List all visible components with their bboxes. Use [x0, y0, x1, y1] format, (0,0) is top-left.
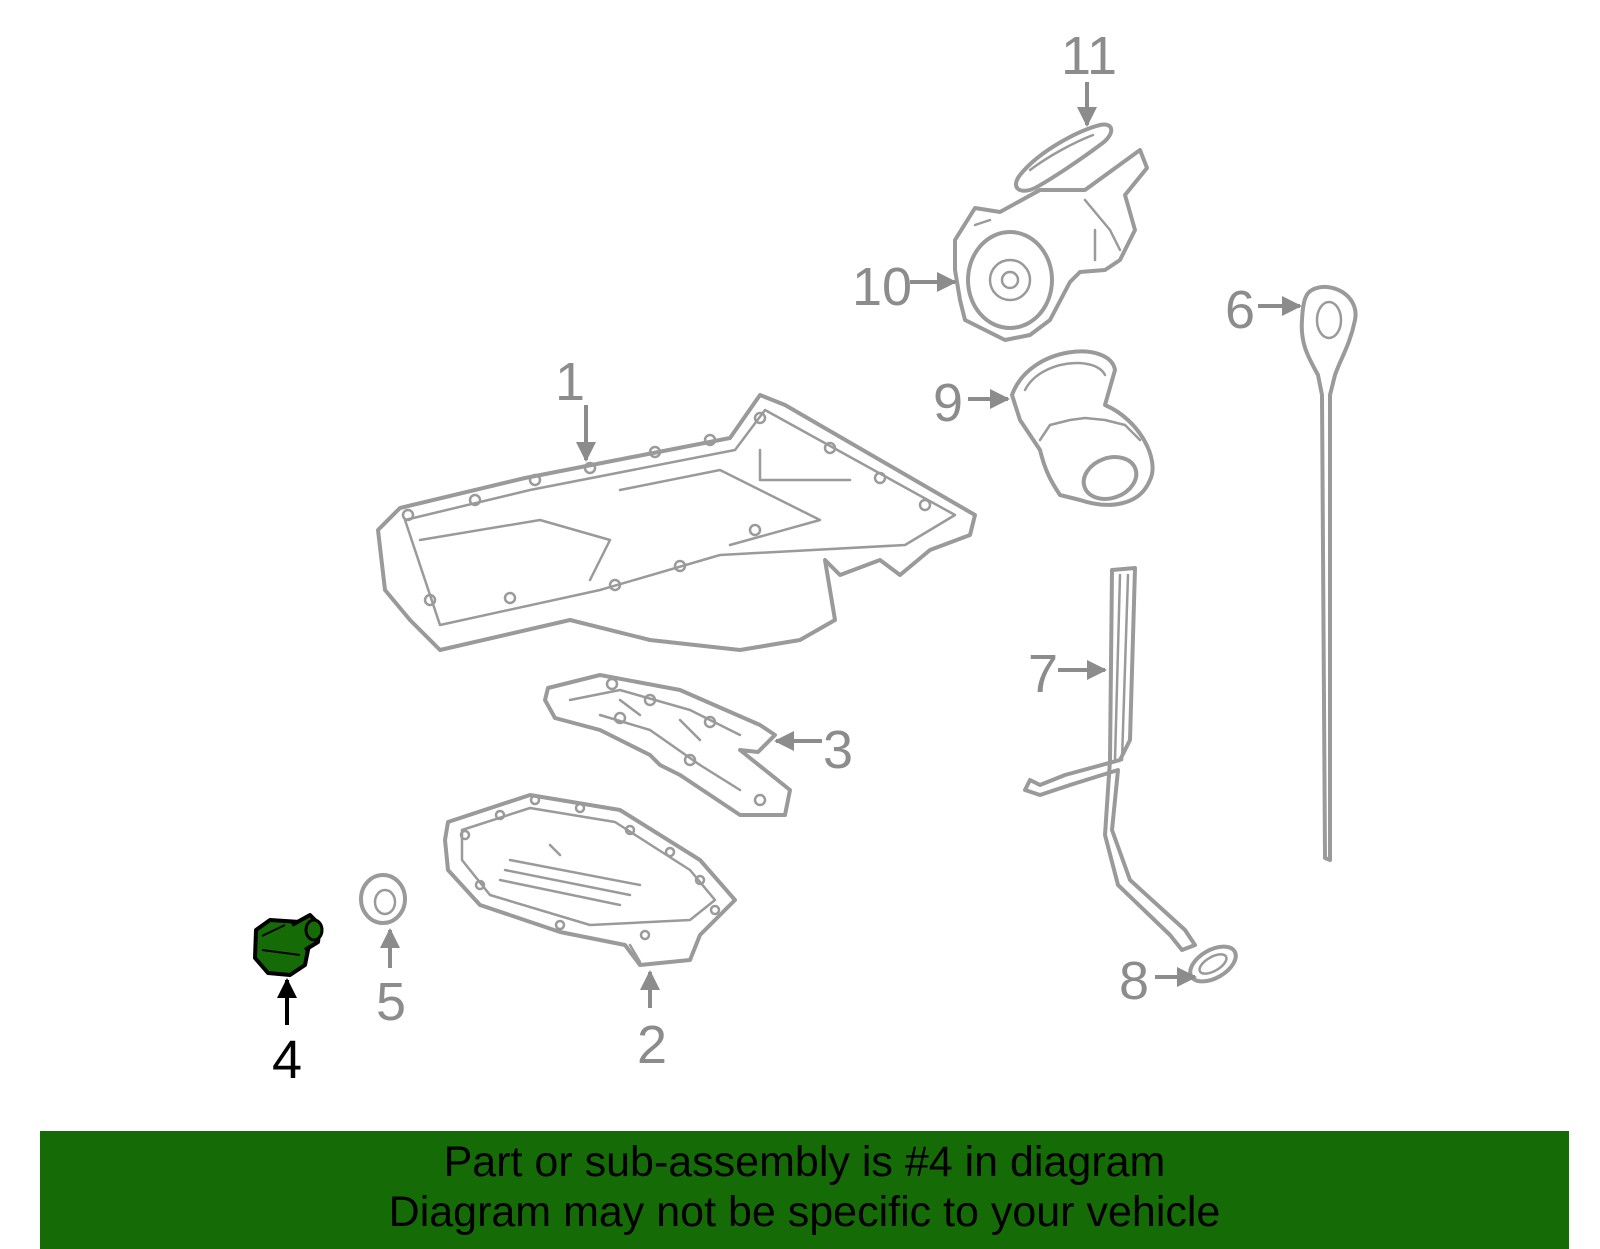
- dipstick-drawing[interactable]: [1299, 284, 1358, 862]
- callout-6[interactable]: 6: [1225, 280, 1255, 340]
- dipstick-tube-drawing[interactable]: [1023, 566, 1197, 952]
- callout-5[interactable]: 5: [376, 972, 406, 1032]
- callout-1[interactable]: 1: [555, 352, 585, 412]
- callout-9[interactable]: 9: [933, 373, 963, 433]
- callout-7[interactable]: 7: [1028, 644, 1058, 704]
- banner-disclaimer-line: Diagram may not be specific to your vehi…: [388, 1188, 1221, 1236]
- banner-part-line: Part or sub-assembly is #4 in diagram: [443, 1138, 1166, 1186]
- info-banner: Part or sub-assembly is #4 in diagram Di…: [40, 1131, 1569, 1249]
- oil-filter-housing-drawing[interactable]: [953, 148, 1149, 342]
- lower-oil-pan-drawing[interactable]: [443, 793, 737, 967]
- callout-11[interactable]: 11: [1061, 26, 1117, 86]
- callout-10[interactable]: 10: [852, 257, 912, 317]
- drain-plug-gasket-drawing[interactable]: [359, 873, 407, 925]
- upper-oil-pan-drawing[interactable]: [376, 393, 977, 652]
- callout-4[interactable]: 4: [272, 1030, 302, 1090]
- oil-pan-gasket-drawing[interactable]: [543, 673, 792, 817]
- drain-plug-drawing[interactable]: [253, 913, 324, 977]
- callout-8[interactable]: 8: [1119, 951, 1149, 1011]
- callout-3[interactable]: 3: [823, 720, 853, 780]
- filter-housing-gasket-drawing[interactable]: [1014, 122, 1114, 193]
- oil-filter-drawing[interactable]: [1010, 349, 1155, 507]
- callout-2[interactable]: 2: [637, 1015, 667, 1075]
